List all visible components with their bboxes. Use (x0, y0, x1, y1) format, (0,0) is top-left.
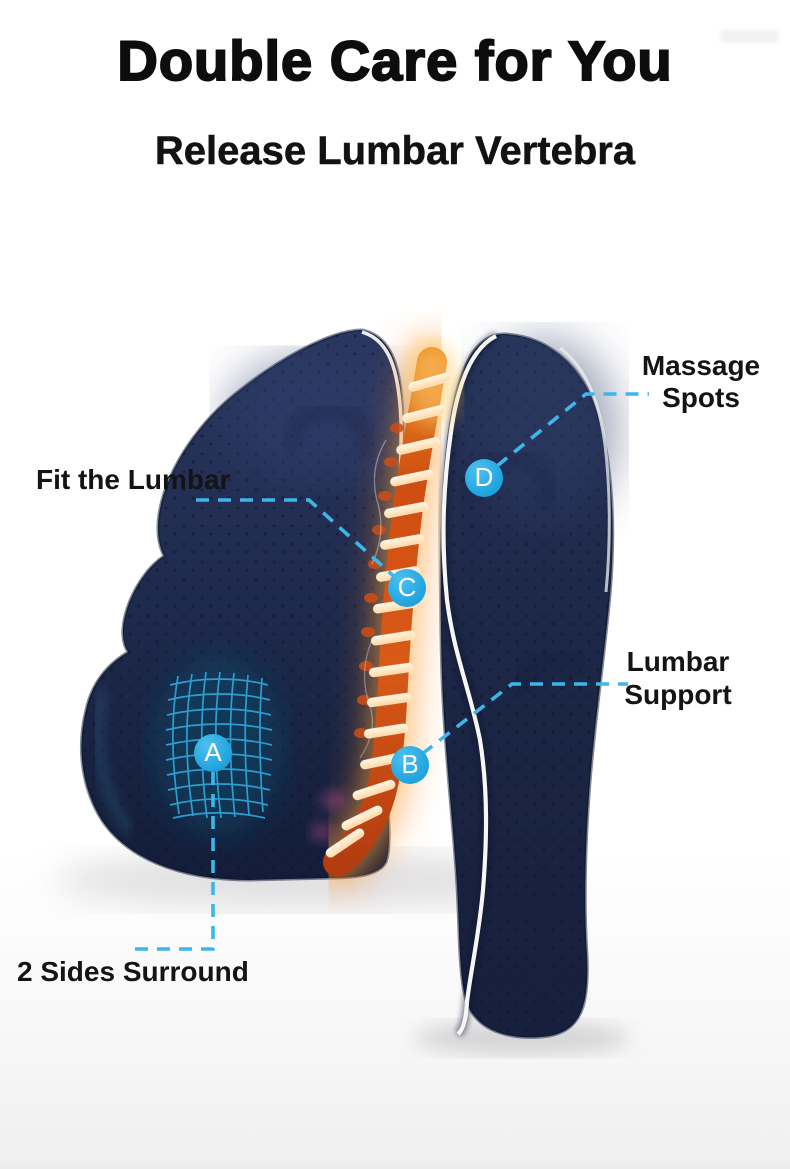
label-lumbar-support: Lumbar Support (598, 645, 758, 711)
rim-light (94, 689, 133, 835)
label-line: Spots (662, 382, 740, 413)
label-fit-the-lumbar: Fit the Lumbar (36, 464, 231, 495)
callout-line-lumbar-support (420, 682, 628, 756)
back-pillow (439, 332, 615, 1039)
marker-a: A (194, 734, 232, 772)
banner-subtitle: Release Lumbar Vertebra (154, 129, 636, 174)
callout-line-two-sides-surround (130, 772, 215, 951)
label-massage-spots: Massage Spots (628, 350, 774, 414)
watermark (720, 30, 778, 43)
marker-b: B (391, 746, 429, 784)
label-two-sides-surround: 2 Sides Surround (17, 956, 249, 987)
callout-line-fit-the-lumbar (196, 498, 400, 582)
marker-d: D (465, 459, 503, 497)
dimple (286, 406, 372, 459)
label-line: Lumbar (626, 646, 730, 677)
bottom-strip (0, 1163, 790, 1169)
piping-right (559, 346, 611, 593)
dimple (517, 651, 583, 692)
fabric-sheen (475, 340, 615, 520)
spine-graphic (305, 329, 465, 895)
label-line: Massage (641, 350, 761, 381)
label-line: Support (624, 679, 732, 710)
callout-line-massage-spots (495, 392, 649, 468)
banner-title: Double Care for You (116, 28, 673, 93)
marker-c: C (388, 569, 426, 607)
